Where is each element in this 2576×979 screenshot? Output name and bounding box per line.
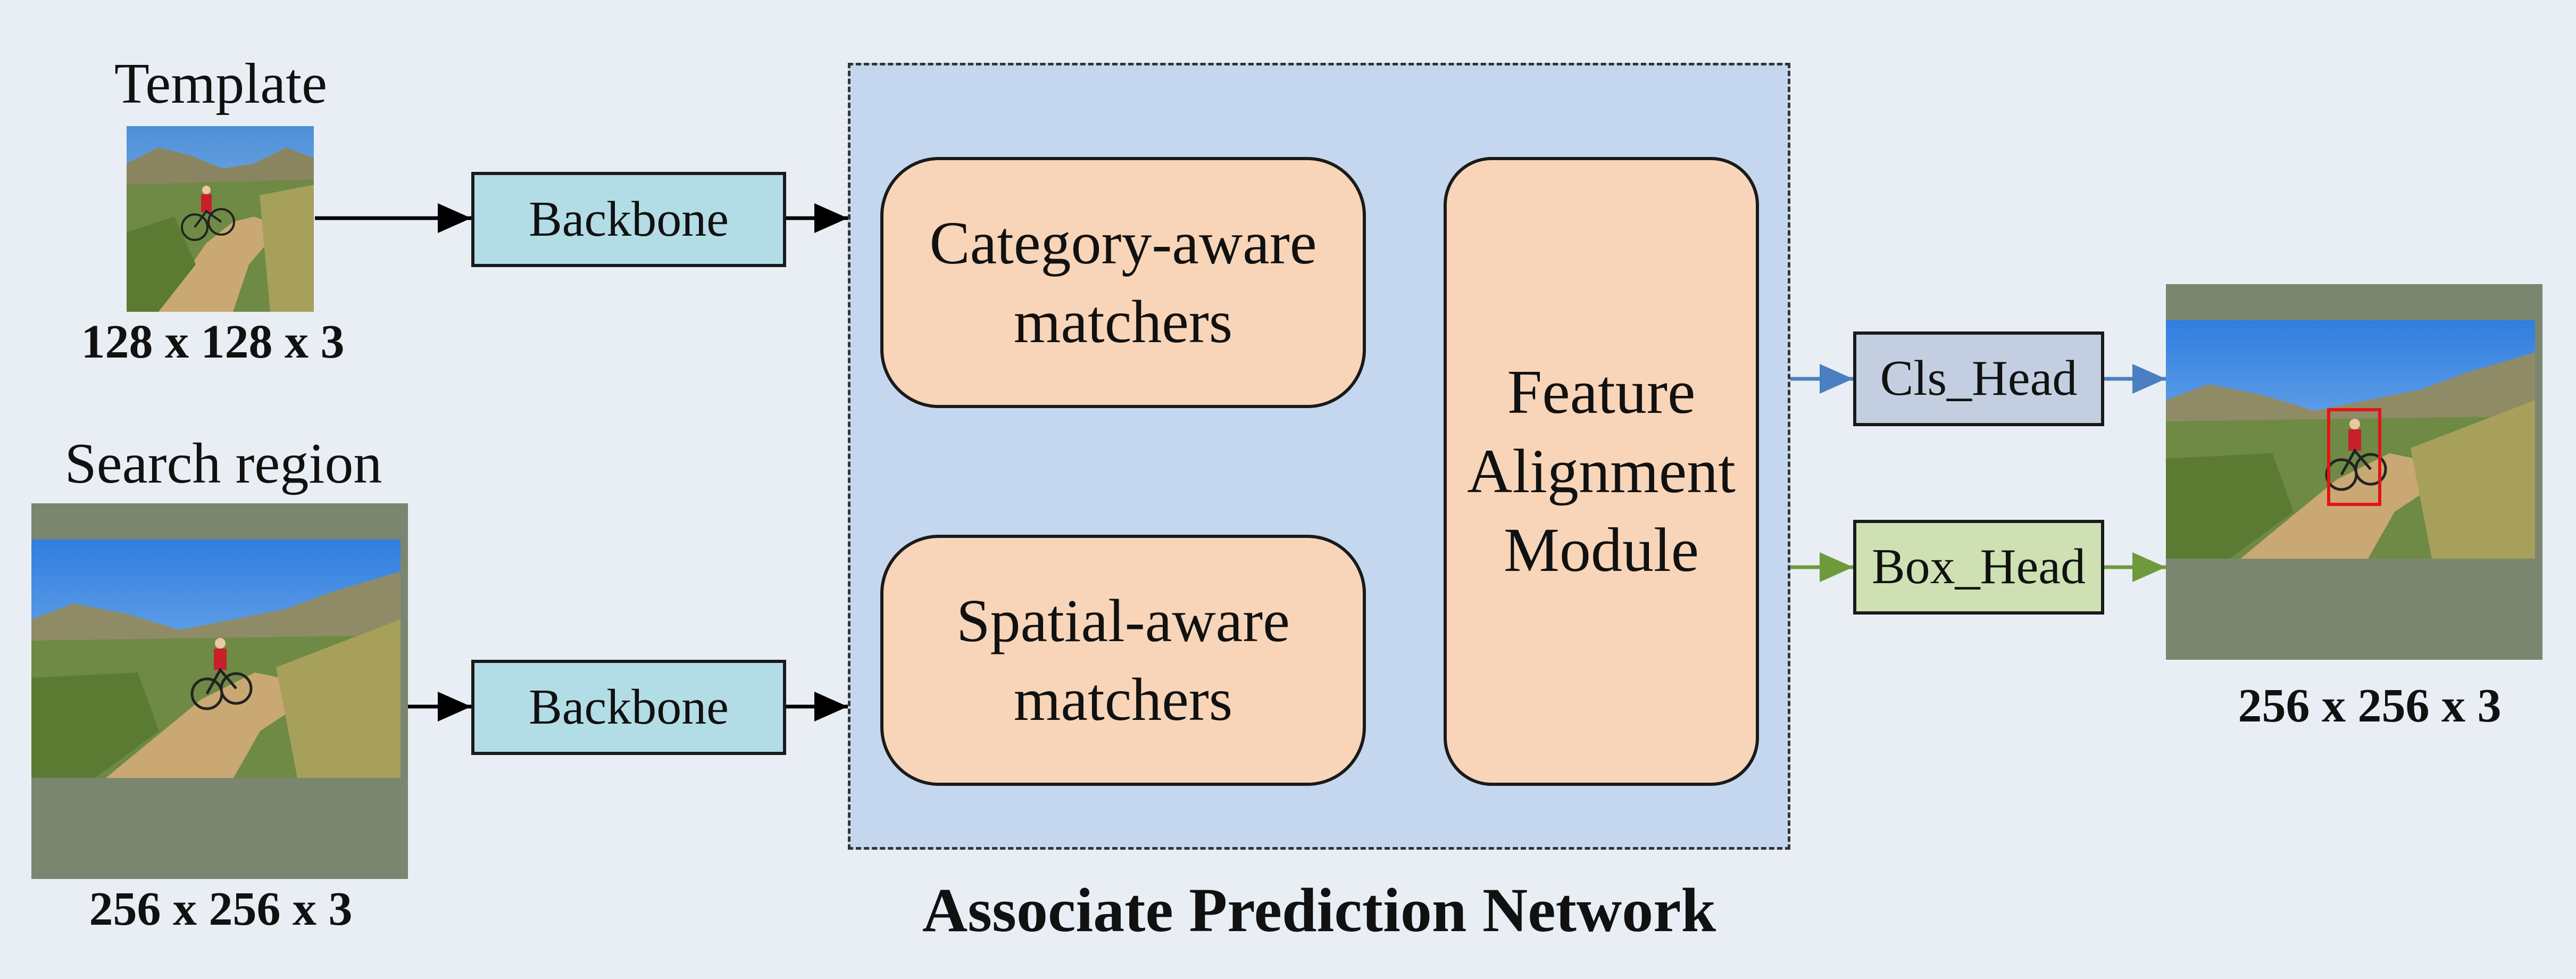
search-region-label: Search region — [64, 432, 382, 495]
template-dims: 128 x 128 x 3 — [81, 316, 345, 368]
output-dims: 256 x 256 x 3 — [2238, 679, 2502, 732]
backbone-top: Backbone — [471, 172, 786, 267]
search-region-dims: 256 x 256 x 3 — [89, 883, 353, 935]
cls-head: Cls_Head — [1853, 331, 2104, 426]
template-label: Template — [114, 52, 328, 115]
apn-title: Associate Prediction Network — [922, 875, 1716, 945]
search-region-image — [31, 503, 408, 879]
box-head: Box_Head — [1853, 520, 2104, 615]
backbone-bottom: Backbone — [471, 660, 786, 755]
category-aware-matchers: Category-aware matchers — [880, 157, 1366, 408]
template-image — [127, 126, 314, 312]
predicted-bounding-box — [2327, 408, 2381, 506]
spatial-aware-matchers: Spatial-aware matchers — [880, 535, 1366, 786]
feature-alignment-module: Feature Alignment Module — [1444, 157, 1759, 786]
output-image — [2166, 284, 2542, 660]
